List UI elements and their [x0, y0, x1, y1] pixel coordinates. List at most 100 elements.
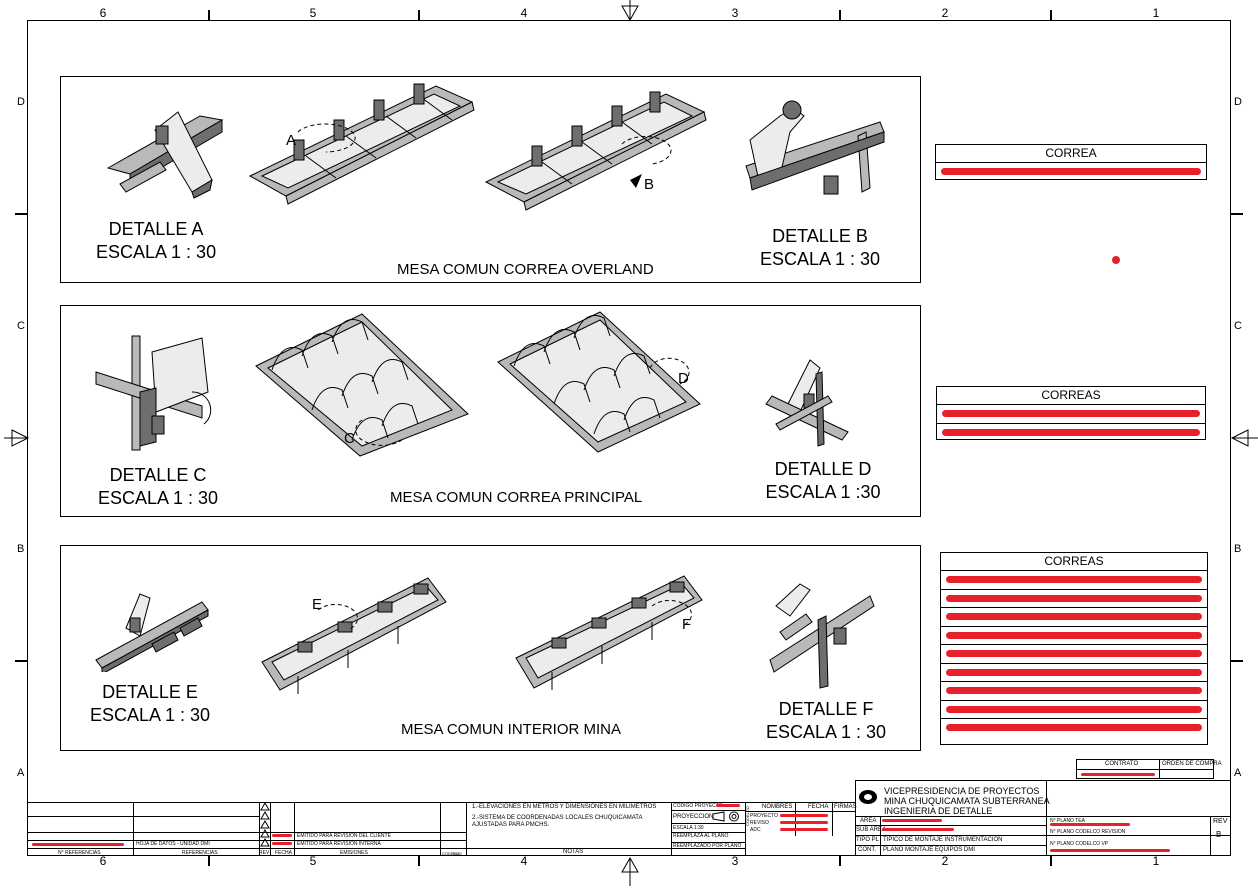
- divider: [27, 840, 259, 841]
- redaction-mark: [1081, 773, 1155, 776]
- table-row: [941, 701, 1207, 719]
- divider: [1046, 780, 1047, 856]
- detail-a-drawing: [106, 111, 224, 199]
- reemplazado-label: REEMPLAZADO POR PLANO: [673, 843, 742, 849]
- divider: [259, 832, 466, 833]
- adc-label: ADC: [750, 827, 761, 833]
- redaction-mark: [946, 576, 1202, 583]
- divider: [671, 823, 745, 824]
- zone-tick: [208, 856, 210, 866]
- panel-interior-mina: [60, 545, 921, 751]
- zone-tick: [418, 10, 420, 20]
- rev-value: B: [1216, 830, 1222, 839]
- rev-col-header: REV: [259, 850, 270, 856]
- title-block: [27, 780, 1231, 856]
- red-dot-mark: [1112, 256, 1120, 264]
- tipo-pl-value: TIPICO DE MONTAJE INSTRUMENTACION: [883, 837, 1003, 843]
- table-row: [937, 405, 1205, 424]
- correas-table: CORREAS: [936, 386, 1206, 440]
- centering-arrow-icon: [1230, 429, 1258, 447]
- redaction-mark: [780, 828, 828, 831]
- cont-label: CONT.: [858, 847, 876, 853]
- note-2: 2.-SISTEMA DE COORDENADAS LOCALES CHUQUI…: [472, 815, 643, 821]
- divider: [133, 802, 134, 856]
- detail-name: DETALLE F: [778, 699, 874, 719]
- redaction-mark: [946, 668, 1202, 676]
- table-row: [936, 163, 1206, 181]
- detail-f-drawing: [769, 583, 875, 689]
- col-number: 5: [309, 6, 317, 20]
- divider: [27, 848, 259, 849]
- table-row: [941, 645, 1207, 664]
- divider: [745, 802, 746, 856]
- redaction-mark: [716, 804, 740, 807]
- divider: [671, 832, 745, 833]
- note-3: AJUSTADAS PARA PMCHS.: [472, 822, 550, 828]
- zone-tick: [15, 213, 27, 215]
- redaction-mark: [882, 819, 942, 822]
- tea-col: TEA: [452, 851, 460, 856]
- centering-arrow-icon: [621, 856, 639, 886]
- n-referencias-label: N° REFERENCIAS: [58, 850, 101, 856]
- table-row: [941, 571, 1207, 590]
- reviso-label: REVISO: [750, 820, 769, 826]
- ref-label: A: [286, 132, 297, 149]
- sub-area-label: SUB AREA: [856, 827, 887, 833]
- divider: [259, 840, 466, 841]
- divider: [259, 848, 466, 849]
- detail-scale: ESCALA 1 : 30: [97, 488, 219, 508]
- overland-table-right-drawing: [484, 91, 707, 211]
- area-label: AREA: [860, 818, 877, 824]
- row-letter: C: [17, 320, 25, 332]
- note-1: 1.-ELEVACIONES EN METROS Y DIMENSIONES E…: [472, 804, 657, 810]
- divider: [855, 835, 1231, 836]
- row-letter: B: [1234, 543, 1242, 555]
- table-row: [941, 590, 1207, 608]
- ref-label: C: [344, 430, 355, 447]
- divider: [855, 845, 1046, 846]
- org-line-2: MINA CHUQUICAMATA SUBTERRANEA: [884, 796, 1050, 806]
- detail-name: DETALLE D: [774, 459, 872, 479]
- ref-label: D: [678, 370, 689, 387]
- table-row: [937, 424, 1205, 442]
- detail-d-drawing: [765, 359, 849, 447]
- detail-name: DETALLE A: [108, 219, 204, 239]
- revision-triangles-icon: [260, 803, 270, 847]
- redaction-mark: [946, 650, 1202, 657]
- row-letter: B: [17, 543, 25, 555]
- detail-name: DETALLE C: [109, 465, 207, 485]
- redaction-mark: [942, 410, 1200, 417]
- row-letter: D: [17, 96, 25, 108]
- redaction-mark: [946, 594, 1202, 602]
- detail-e-drawing: [95, 593, 209, 672]
- col-number: 4: [520, 854, 528, 868]
- divider: [466, 802, 467, 856]
- row-letter: A: [1234, 767, 1242, 779]
- emitido-interna-text: EMITIDO PARA REVISION INTERNA: [297, 841, 381, 847]
- plano-tea-label: N° PLANO TEA: [1050, 818, 1085, 824]
- redaction-mark: [941, 168, 1201, 175]
- col-number: 4: [520, 6, 528, 20]
- table-row: [941, 719, 1207, 737]
- org-line-1: VICEPRESIDENCIA DE PROYECTOS: [884, 786, 1040, 796]
- plano-codelco-rev-label: N° PLANO CODELCO REVISION: [1050, 829, 1126, 835]
- table-header: CORREAS: [941, 553, 1207, 571]
- redaction-mark: [946, 631, 1202, 639]
- redaction-mark: [1050, 849, 1170, 852]
- divider: [832, 802, 833, 836]
- zone-tick: [208, 10, 210, 20]
- divider: [855, 780, 1231, 781]
- zone-tick: [418, 856, 420, 866]
- detail-scale: ESCALA 1 :30: [765, 482, 881, 502]
- row-letter: A: [17, 767, 25, 779]
- panel-title: MESA COMUN CORREA PRINCIPAL: [390, 489, 643, 506]
- divider: [466, 848, 745, 849]
- plano-codelco-vp-label: N° PLANO CODELCO VP: [1050, 841, 1109, 847]
- divider: [1210, 816, 1211, 856]
- panel-title: MESA COMUN CORREA OVERLAND: [397, 261, 654, 278]
- redaction-mark: [882, 828, 954, 831]
- notas-label: NOTAS: [563, 849, 584, 855]
- overland-table-left-drawing: [248, 83, 475, 205]
- panel-principal: [60, 305, 921, 517]
- zone-tick: [839, 10, 841, 20]
